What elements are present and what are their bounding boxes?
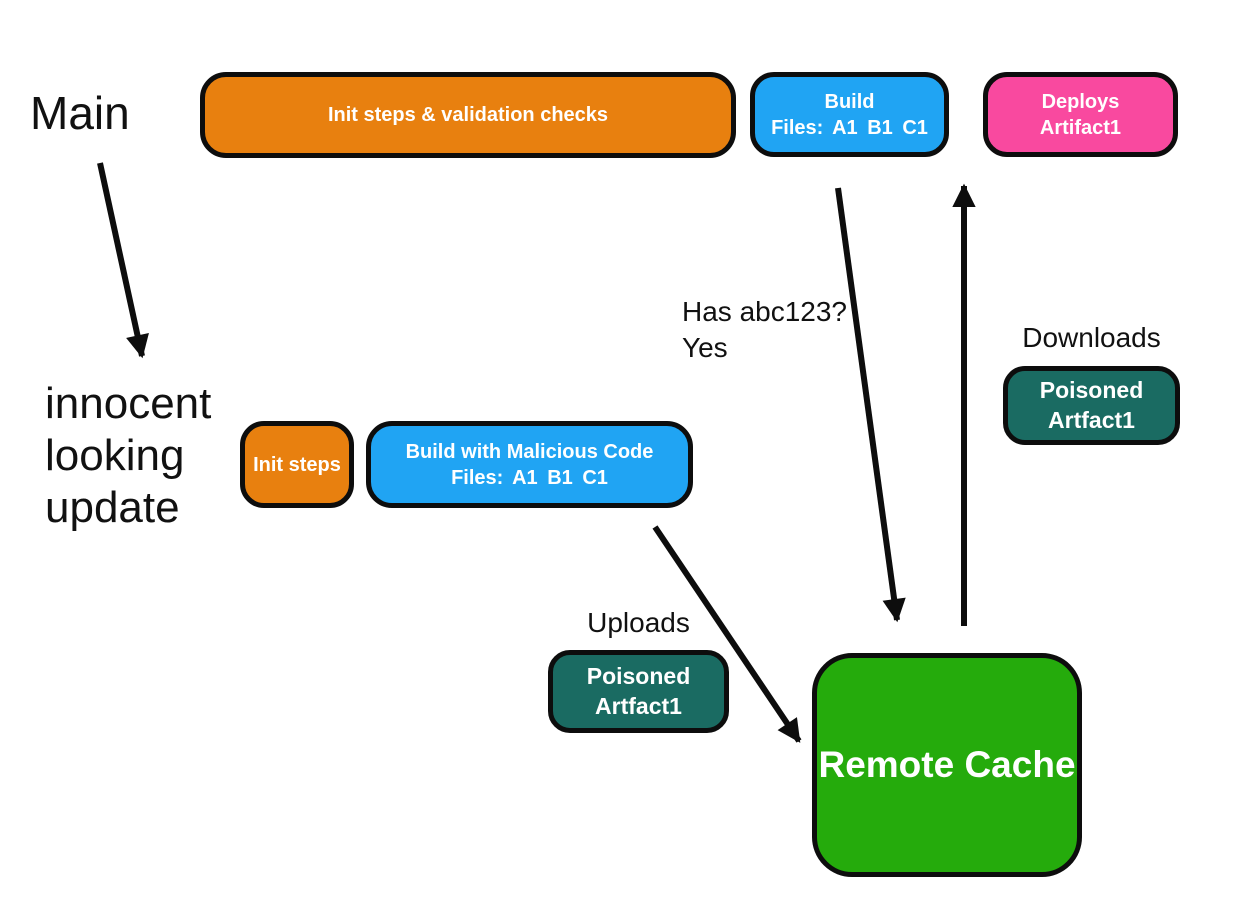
label-main: Main [30, 87, 130, 139]
node-deploys-artifact1: Deploys Artifact1 [983, 72, 1178, 157]
node-init-steps: Init steps [240, 421, 354, 508]
node-build-label: Build [824, 90, 875, 113]
node-deploys-label: Deploys [1041, 90, 1120, 113]
node-build-malicious-files: Files: A1 B1 C1 [451, 466, 608, 489]
label-has-abc123-answer: Yes [682, 332, 728, 363]
node-remote-cache: Remote Cache [812, 653, 1082, 877]
label-uploads: Uploads [587, 607, 690, 638]
arrow-build-to-cache [835, 187, 906, 623]
label-has-abc123-question: Has abc123? [682, 296, 848, 327]
node-build-with-malicious-code: Build with Malicious Code Files: A1 B1 C… [366, 421, 693, 508]
node-poisoned-artifact-download: Poisoned Artfact1 [1003, 366, 1180, 445]
node-build: Build Files: A1 B1 C1 [750, 72, 949, 157]
node-init-steps-validation-checks-label: Init steps & validation checks [327, 104, 609, 126]
node-poisoned-download-line1: Poisoned [1039, 377, 1144, 404]
label-has-abc123: Has abc123? Yes [682, 294, 847, 366]
label-innocent-line2: looking [45, 431, 185, 480]
label-innocent-line3: update [45, 483, 180, 532]
node-build-malicious-label: Build with Malicious Code [405, 440, 654, 463]
label-innocent-looking-update: innocent looking update [45, 378, 211, 534]
node-deploys-artifact: Artifact1 [1039, 116, 1122, 139]
label-innocent-line1: innocent [45, 379, 212, 428]
node-build-files: Files: A1 B1 C1 [771, 116, 928, 139]
arrow-main-to-update [97, 162, 149, 359]
node-remote-cache-label: Remote Cache [818, 743, 1076, 785]
node-poisoned-download-line2: Artfact1 [1048, 406, 1135, 433]
node-init-steps-label: Init steps [253, 453, 341, 476]
node-poisoned-upload-line2: Artfact1 [595, 692, 682, 719]
node-poisoned-upload-line1: Poisoned [586, 663, 691, 690]
arrow-malicious-build-to-cache [652, 525, 802, 743]
node-init-steps-validation-checks: Init steps & validation checks [200, 72, 736, 158]
label-downloads: Downloads [1022, 322, 1161, 353]
node-poisoned-artifact-upload: Poisoned Artfact1 [548, 650, 729, 733]
